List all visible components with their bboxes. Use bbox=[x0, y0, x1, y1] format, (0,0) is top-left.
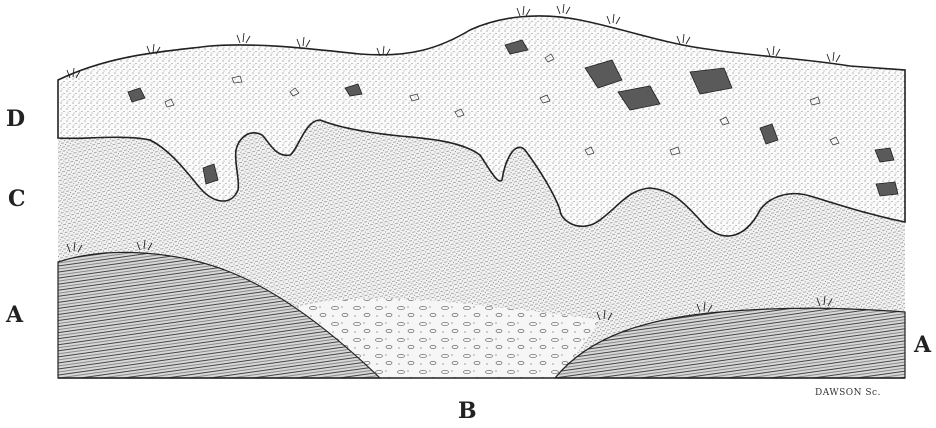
engraver-credit: DAWSON Sc. bbox=[815, 388, 881, 398]
label-a-right: A bbox=[914, 332, 931, 358]
label-b: B bbox=[458, 398, 477, 424]
label-c: C bbox=[8, 186, 26, 212]
label-d: D bbox=[6, 106, 25, 132]
label-a-left: A bbox=[6, 302, 23, 328]
